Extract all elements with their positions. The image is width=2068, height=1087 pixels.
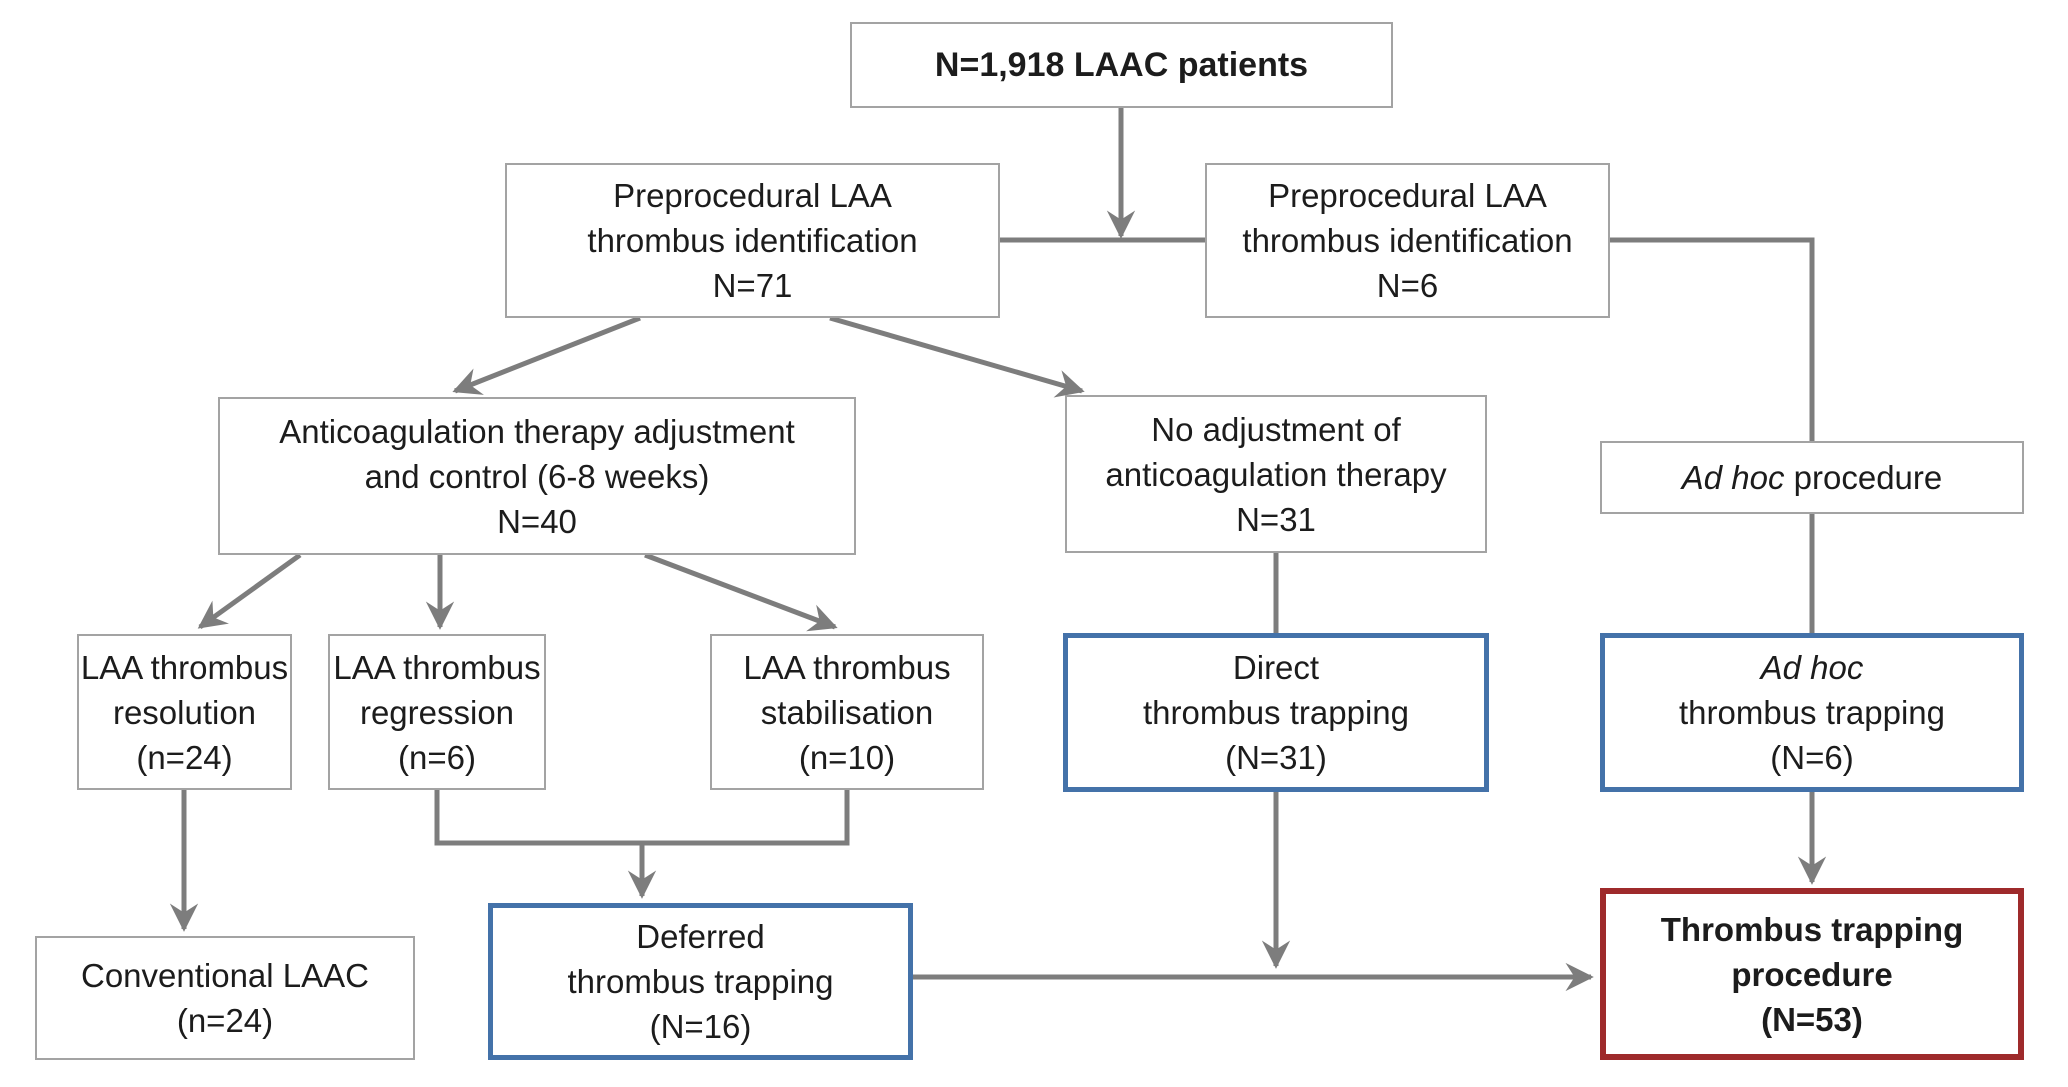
node-label: Direct [1232, 649, 1320, 686]
node-label: stabilisation [760, 693, 934, 731]
node-label-italic: Ad hoc [1681, 459, 1785, 496]
node-label: (n=6) [398, 738, 476, 776]
node-label: (N=31) [1225, 739, 1327, 776]
node-thrombus-regression: LAA thrombus regression (n=6) [328, 634, 546, 790]
connector-merge-regression-stabilisation [434, 790, 850, 846]
node-label: thrombus identification [587, 222, 918, 259]
node-direct-thrombus-trapping: Direct thrombus trapping (N=31) [1063, 633, 1489, 792]
node-no-adjustment: No adjustment of anticoagulation therapy… [1065, 395, 1487, 553]
node-label: (N=6) [1770, 739, 1854, 776]
node-label: anticoagulation therapy [1105, 455, 1447, 493]
node-label: (n=10) [798, 738, 896, 776]
node-adhoc-procedure: Ad hoc procedure [1600, 441, 2024, 514]
node-label: and control (6-8 weeks) [364, 457, 710, 495]
node-label: Preprocedural LAA [613, 177, 892, 214]
node-anticoagulation-adjustment: Anticoagulation therapy adjustment and c… [218, 397, 856, 555]
node-total-patients: N=1,918 LAAC patients [850, 22, 1393, 108]
node-label: Deferred [636, 918, 765, 955]
node-label-rest: procedure [1784, 459, 1943, 496]
node-thrombus-stabilisation: LAA thrombus stabilisation (n=10) [710, 634, 984, 790]
node-label: N=71 [712, 267, 793, 304]
node-label: N=31 [1236, 500, 1316, 538]
node-label: thrombus trapping [1679, 694, 1945, 731]
node-label: thrombus trapping [1143, 694, 1409, 731]
node-label: N=6 [1376, 267, 1439, 304]
node-label: N=40 [497, 502, 577, 540]
node-label: Anticoagulation therapy adjustment [279, 412, 795, 450]
node-thrombus-trapping-procedure: Thrombus trapping procedure (N=53) [1600, 888, 2024, 1060]
node-label: LAA thrombus [80, 648, 289, 686]
node-label: (n=24) [176, 1002, 274, 1039]
node-label: regression [359, 693, 515, 731]
node-label: procedure [1731, 955, 1893, 993]
connector-anticoag-to-stabilisation [644, 552, 838, 632]
node-label: (N=53) [1761, 1000, 1863, 1038]
connector-preproc-to-anticoag [452, 315, 641, 395]
node-label: Ad hoc procedure [1682, 455, 1943, 500]
node-label: (n=24) [136, 738, 233, 776]
node-label: thrombus identification [1242, 222, 1573, 259]
node-label: thrombus trapping [567, 963, 834, 1000]
node-label: Thrombus trapping [1660, 910, 1964, 948]
node-label: Conventional LAAC [80, 957, 369, 994]
node-label: (N=16) [649, 1008, 752, 1045]
node-label: LAA thrombus [743, 648, 951, 686]
node-thrombus-resolution: LAA thrombus resolution (n=24) [77, 634, 292, 790]
node-deferred-thrombus-trapping: Deferred thrombus trapping (N=16) [488, 903, 913, 1060]
node-label: N=1,918 LAAC patients [934, 45, 1309, 84]
node-label: No adjustment of [1151, 410, 1401, 448]
node-label: Preprocedural LAA [1268, 177, 1547, 214]
node-preprocedural-identification-6: Preprocedural LAA thrombus identificatio… [1205, 163, 1610, 318]
node-label: resolution [112, 693, 257, 731]
node-label: LAA thrombus [333, 648, 541, 686]
node-preprocedural-identification-71: Preprocedural LAA thrombus identificatio… [505, 163, 1000, 318]
node-label-italic: Ad hoc [1760, 649, 1864, 686]
node-adhoc-thrombus-trapping: Ad hoc thrombus trapping (N=6) [1600, 633, 2024, 792]
node-conventional-laac: Conventional LAAC (n=24) [35, 936, 415, 1060]
connector-preproc-to-noadjustment [829, 315, 1085, 398]
connector-anticoag-to-resolution [197, 552, 302, 630]
